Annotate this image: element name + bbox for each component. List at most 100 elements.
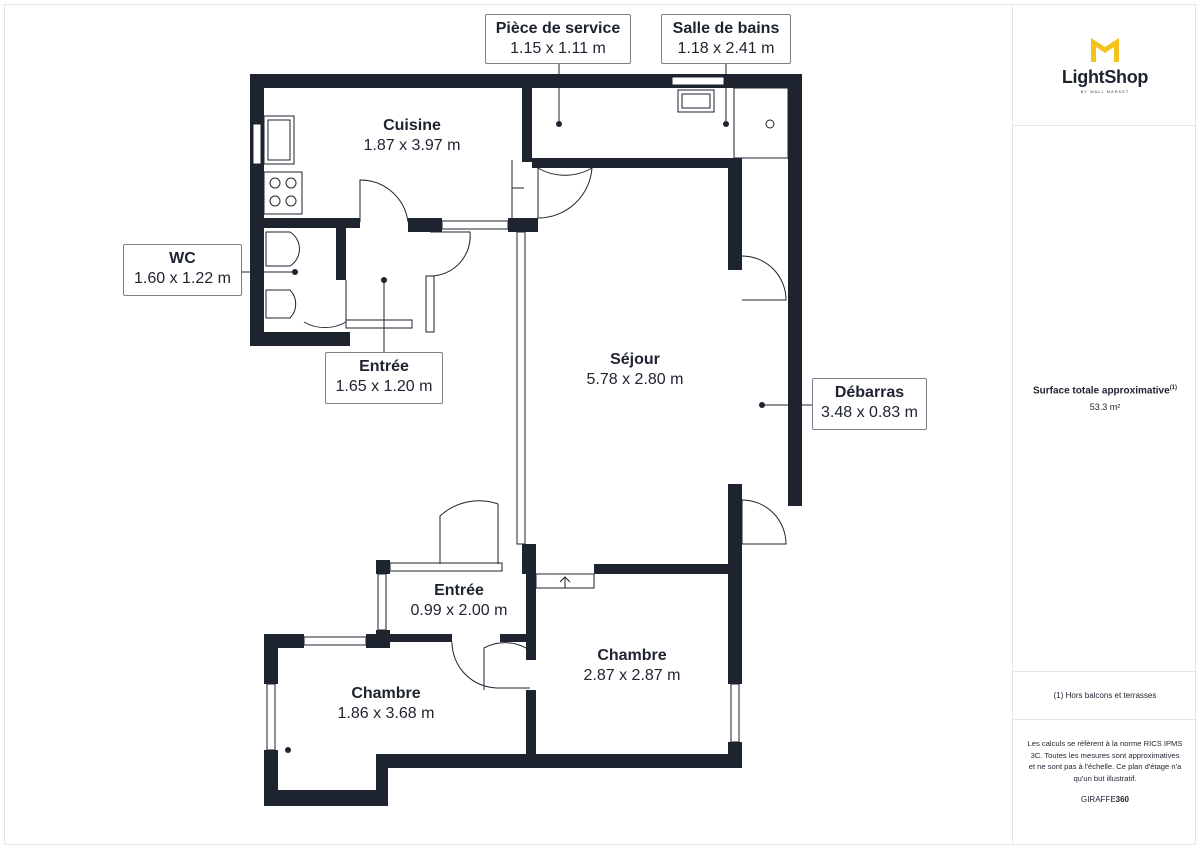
wall [408, 218, 442, 232]
giraffe-credit: GIRAFFE360 [1027, 794, 1183, 806]
room-label-chambre-2: Chambre 2.87 x 2.87 m [584, 646, 681, 686]
wall [532, 158, 732, 168]
footnote: (1) Hors balcons et terrasses [1013, 672, 1197, 720]
wall [522, 74, 532, 162]
door-swing-icon [559, 576, 571, 588]
room-label-piece-service: Pièce de service 1.15 x 1.11 m [485, 14, 631, 64]
wall [250, 332, 350, 346]
shower-icon [765, 119, 775, 129]
room-label-debarras: Débarras 3.48 x 0.83 m [812, 378, 927, 430]
door-swing-icon [741, 499, 787, 545]
room-label-entree-1: Entrée 1.65 x 1.20 m [325, 352, 443, 404]
wall [728, 484, 742, 684]
window [377, 573, 387, 631]
room-dimensions: 1.65 x 1.20 m [335, 378, 433, 395]
room-label-sejour: Séjour 5.78 x 2.80 m [587, 350, 684, 390]
room-label-chambre-1: Chambre 1.86 x 3.68 m [338, 684, 435, 724]
brand-tagline: BY WALL MARKET [1080, 89, 1130, 94]
room-name: WC [169, 250, 196, 267]
wall [526, 574, 536, 660]
wall [250, 218, 360, 228]
wall [264, 634, 278, 684]
door-swing-icon [741, 255, 787, 301]
brand-name: LightShop [1061, 67, 1149, 87]
wall [508, 218, 538, 232]
door-swing-icon [429, 231, 471, 277]
window [516, 231, 526, 545]
walls [250, 74, 802, 806]
brand-block: LightShop BY WALL MARKET [1013, 4, 1197, 126]
windows-and-doors [252, 76, 787, 751]
room-dimensions: 1.18 x 2.41 m [677, 40, 775, 57]
room-dimensions: 0.99 x 2.00 m [410, 602, 508, 619]
cooktop-icon [269, 177, 281, 189]
disclaimer-block: Les calculs se réfèrent à la norme RICS … [1013, 720, 1197, 806]
room-label-salle-bains: Salle de bains 1.18 x 2.41 m [661, 14, 791, 64]
room-name: Chambre [597, 647, 667, 664]
sink-icon [681, 93, 711, 109]
info-sidebar: LightShop BY WALL MARKET Surface totale … [1012, 4, 1197, 845]
room-label-entree-2: Entrée 0.99 x 2.00 m [411, 581, 508, 621]
wall [366, 634, 390, 648]
sink-icon [267, 119, 291, 161]
door-swing-icon [537, 167, 593, 219]
door-swing-icon [451, 641, 530, 689]
wall [336, 222, 346, 280]
window [389, 562, 503, 572]
wall [376, 560, 390, 574]
leader-lines [242, 64, 812, 406]
wall [500, 634, 532, 642]
wall [594, 564, 734, 574]
wall [390, 634, 452, 642]
window [441, 220, 509, 230]
room-dimensions: 1.87 x 3.97 m [363, 137, 461, 154]
room-dimensions: 1.60 x 1.22 m [134, 270, 231, 287]
wall [526, 690, 536, 768]
room-name: Séjour [610, 351, 660, 368]
door-swing-icon [439, 500, 499, 564]
window [303, 636, 367, 646]
room-dimensions: 1.15 x 1.11 m [510, 40, 606, 57]
door-swing-icon [537, 167, 593, 218]
wall [250, 74, 264, 346]
window [730, 683, 740, 743]
room-name: Cuisine [383, 117, 441, 134]
window [266, 683, 276, 751]
toilet-icon [265, 231, 300, 267]
room-dimensions: 3.48 x 0.83 m [821, 404, 918, 421]
fixtures [263, 87, 789, 319]
window [345, 319, 413, 329]
room-dimensions: 1.86 x 3.68 m [337, 705, 435, 722]
giraffe-prefix: GIRAFFE [1080, 795, 1116, 804]
room-dimensions: 5.78 x 2.80 m [586, 371, 684, 388]
door-swing-icon [483, 642, 527, 690]
door-swing-icon [511, 160, 524, 218]
room-label-wc: WC 1.60 x 1.22 m [123, 244, 242, 296]
lightshop-logo-icon [1091, 38, 1119, 62]
surface-note-ref: (1) [1169, 384, 1178, 391]
shower-icon [733, 87, 789, 159]
surface-block: Surface totale approximative(1) 53.3 m² [1013, 126, 1197, 672]
door-swing-icon [359, 179, 409, 223]
window [671, 76, 725, 86]
floor-plan [242, 64, 812, 806]
cooktop-icon [269, 195, 281, 207]
wall [728, 158, 742, 270]
toilet-icon [265, 289, 297, 319]
surface-title-text: Surface totale approximative [1032, 385, 1170, 397]
wall [376, 754, 742, 768]
wall [522, 544, 536, 574]
room-label-cuisine: Cuisine 1.87 x 3.97 m [364, 116, 461, 156]
room-name: Salle de bains [672, 20, 780, 37]
wall [788, 74, 802, 506]
room-name: Débarras [834, 384, 905, 401]
cooktop-icon [285, 195, 297, 207]
room-name: Chambre [351, 685, 421, 702]
room-name: Pièce de service [495, 20, 621, 37]
wall [264, 790, 388, 806]
window [425, 275, 435, 333]
room-name: Entrée [359, 358, 409, 375]
room-dimensions: 2.87 x 2.87 m [583, 667, 681, 684]
room-name: Entrée [434, 582, 484, 599]
cooktop-icon [285, 177, 297, 189]
